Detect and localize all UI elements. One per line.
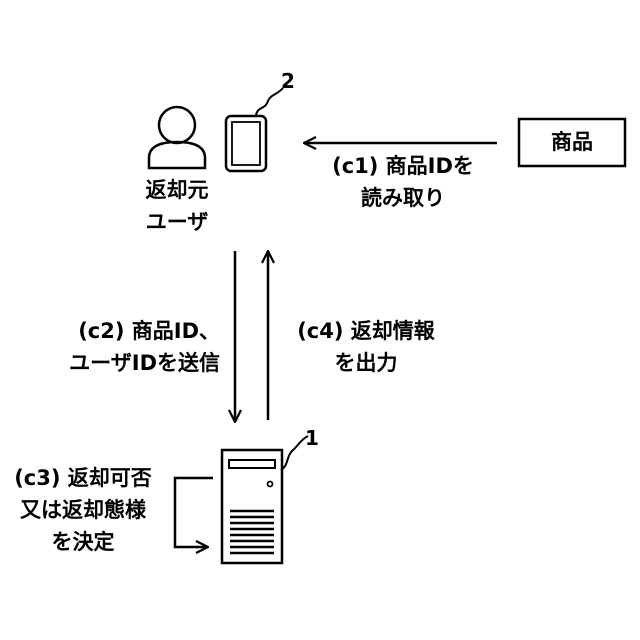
step-c4-label: (c4) 返却情報 を出力: [278, 315, 454, 379]
step-c2-label: (c2) 商品ID、 ユーザIDを送信: [30, 315, 220, 379]
step-c3-label: (c3) 返却可否 又は返却態様 を決定: [0, 462, 166, 558]
smartphone-icon: [226, 116, 266, 171]
step-c2-line-2: ユーザIDを送信: [30, 347, 220, 379]
device-ref-leader: [256, 88, 283, 115]
step-c3-line-2: 又は返却態様: [0, 494, 166, 526]
c3-loop-arrow: [175, 478, 213, 547]
device-ref-number: 2: [281, 69, 295, 93]
server-ref-number: 1: [305, 426, 319, 450]
user-label-line-1: 返却元: [117, 174, 237, 206]
server-ref-leader: [281, 436, 308, 470]
step-c4-line-2: を出力: [278, 347, 454, 379]
server-icon: [222, 450, 282, 563]
step-c1-line-2: 読み取り: [312, 182, 494, 214]
step-c3-line-1: (c3) 返却可否: [0, 462, 166, 494]
step-c1-line-1: (c1) 商品IDを: [312, 150, 494, 182]
step-c1-label: (c1) 商品IDを 読み取り: [312, 150, 494, 214]
user-label: 返却元 ユーザ: [117, 174, 237, 238]
step-c2-line-1: (c2) 商品ID、: [30, 315, 220, 347]
user-icon: [149, 107, 205, 168]
product-box-label: 商品: [519, 126, 625, 158]
step-c3-line-3: を決定: [0, 526, 166, 558]
step-c4-line-1: (c4) 返却情報: [278, 315, 454, 347]
user-label-line-2: ユーザ: [117, 206, 237, 238]
